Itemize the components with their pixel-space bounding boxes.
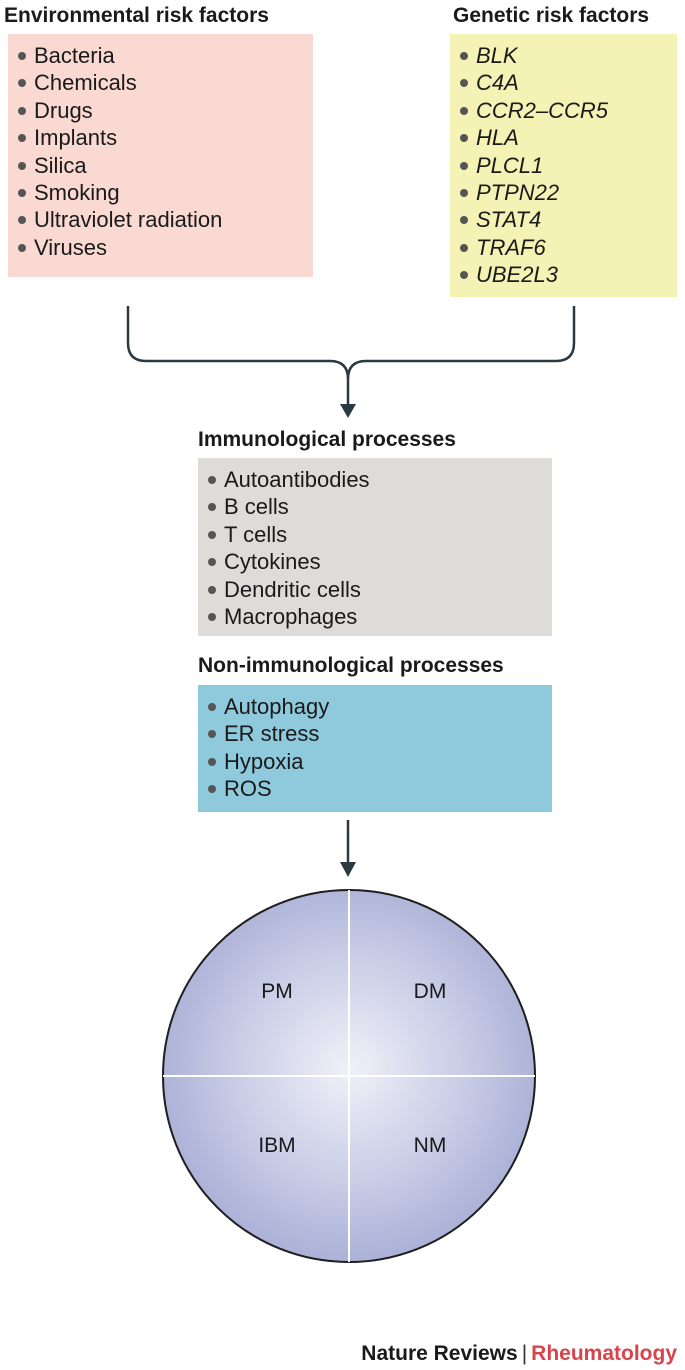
arrow-head-top [340,404,356,418]
list-item: Chemicals [16,69,313,96]
list-item: Autophagy [206,693,552,720]
genetic-factors-list: BLK C4A CCR2–CCR5 HLA PLCL1 PTPN22 STAT4… [458,42,677,289]
merge-bracket-connector [126,306,576,404]
journal-credit: Nature Reviews|Rheumatology [361,1342,677,1366]
list-item: HLA [458,124,677,151]
list-item: C4A [458,69,677,96]
list-item: Drugs [16,97,313,124]
list-item: ER stress [206,720,552,747]
list-item: B cells [206,493,552,520]
list-item: Macrophages [206,603,552,630]
env-factors-box: Bacteria Chemicals Drugs Implants Silica… [8,34,313,277]
immuno-processes-list: Autoantibodies B cells T cells Cytokines… [206,466,552,630]
list-item: TRAF6 [458,234,677,261]
list-item: Cytokines [206,548,552,575]
list-item: Bacteria [16,42,313,69]
list-item: Implants [16,124,313,151]
quadrant-label-nm: NM [413,1134,447,1157]
list-item: Ultraviolet radiation [16,206,313,233]
list-item: BLK [458,42,677,69]
genetic-factors-box: BLK C4A CCR2–CCR5 HLA PLCL1 PTPN22 STAT4… [450,34,677,297]
quadrant-label-dm: DM [413,980,447,1003]
quadrant-label-pm: PM [261,980,293,1003]
list-item: Hypoxia [206,748,552,775]
immuno-processes-box: Autoantibodies B cells T cells Cytokines… [198,458,552,636]
list-item: ROS [206,775,552,802]
immuno-heading: Immunological processes [198,428,456,451]
list-item: Dendritic cells [206,576,552,603]
nonimmuno-processes-box: Autophagy ER stress Hypoxia ROS [198,685,552,812]
list-item: Viruses [16,234,313,261]
list-item: T cells [206,521,552,548]
list-item: CCR2–CCR5 [458,97,677,124]
list-item: PTPN22 [458,179,677,206]
env-factors-list: Bacteria Chemicals Drugs Implants Silica… [16,42,313,261]
quadrant-label-ibm: IBM [258,1134,296,1157]
list-item: Smoking [16,179,313,206]
list-item: PLCL1 [458,152,677,179]
nonimmuno-heading: Non-immunological processes [198,654,504,677]
list-item: Silica [16,152,313,179]
nonimmuno-processes-list: Autophagy ER stress Hypoxia ROS [206,693,552,803]
credit-separator: | [521,1342,528,1365]
journal-name: Rheumatology [531,1342,677,1365]
list-item: Autoantibodies [206,466,552,493]
env-heading: Environmental risk factors [4,4,269,27]
list-item: STAT4 [458,206,677,233]
brand-name: Nature Reviews [361,1342,518,1365]
arrow-head-bottom [340,862,356,877]
genetic-heading: Genetic risk factors [453,4,650,27]
list-item: UBE2L3 [458,261,677,288]
